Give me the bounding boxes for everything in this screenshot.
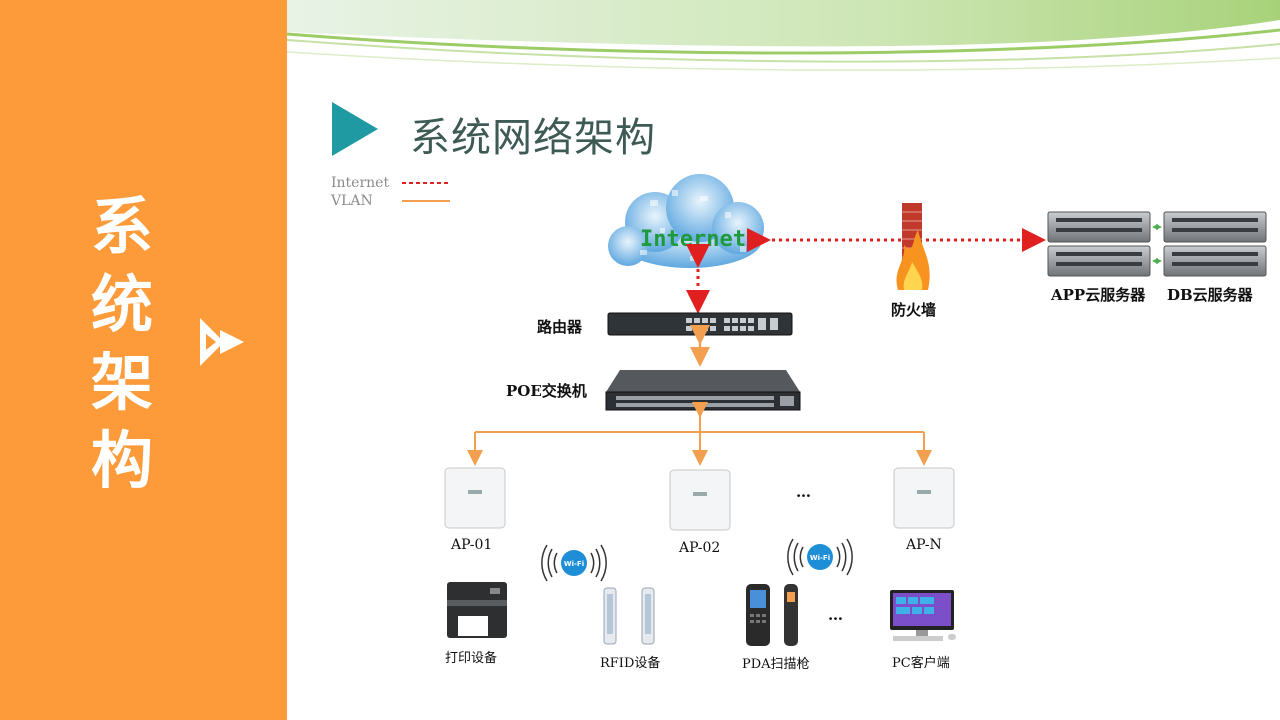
legend-internet-label: Internet — [331, 175, 390, 191]
server-link-icon — [1152, 224, 1162, 264]
wifi-badge-label: Wi-Fi — [810, 554, 830, 562]
wifi-icon: Wi-Fi — [541, 544, 607, 582]
access-point-icon — [893, 467, 955, 529]
access-point-icon — [444, 467, 506, 529]
sidebar-title-char: 构 — [90, 424, 153, 497]
ap-ellipsis: … — [796, 483, 811, 501]
sidebar-title-char: 统 — [90, 268, 153, 341]
sidebar-title-char: 架 — [90, 346, 153, 419]
pc-label: PC客户端 — [892, 656, 950, 671]
wifi-badge-label: Wi-Fi — [564, 560, 584, 568]
access-point-icon — [669, 469, 731, 531]
pda-scanner-icon — [746, 584, 798, 646]
poe-switch-icon — [605, 370, 801, 411]
sidebar-title-char: 系 — [90, 190, 153, 263]
router-label: 路由器 — [537, 318, 583, 336]
pc-client-icon — [890, 590, 956, 641]
double-arrow-icon — [200, 318, 244, 366]
db-server-icon — [1163, 211, 1267, 277]
page-title: 系统网络架构 — [410, 115, 656, 161]
rfid-label: RFID设备 — [600, 656, 661, 671]
pda-label: PDA扫描枪 — [742, 657, 810, 672]
poe-switch-label: POE交换机 — [506, 382, 587, 400]
ap1-label: AP-01 — [451, 537, 493, 553]
apn-label: AP-N — [906, 537, 942, 553]
header-swoosh — [287, 0, 1280, 71]
sidebar-title: 系 统 架 构 — [82, 188, 162, 500]
internet-cloud-icon — [608, 174, 764, 268]
firewall-icon — [896, 203, 930, 290]
device-ellipsis: … — [828, 606, 843, 624]
title-triangle-icon — [332, 102, 378, 156]
printer-icon — [447, 582, 507, 638]
rfid-gate-icon — [603, 587, 655, 645]
printer-label: 打印设备 — [445, 651, 498, 666]
app-server-icon — [1047, 211, 1151, 277]
db-server-label: DB云服务器 — [1167, 286, 1253, 304]
wifi-icon: Wi-Fi — [787, 538, 853, 576]
sidebar: 系 统 架 构 — [0, 0, 287, 720]
legend-vlan-label: VLAN — [331, 193, 373, 209]
cloud-label: Internet — [640, 227, 746, 252]
firewall-label: 防火墙 — [891, 301, 937, 319]
app-server-label: APP云服务器 — [1051, 286, 1146, 304]
router-icon — [607, 312, 793, 336]
ap2-label: AP-02 — [679, 540, 721, 556]
vlan-distribution-lines — [467, 402, 932, 466]
